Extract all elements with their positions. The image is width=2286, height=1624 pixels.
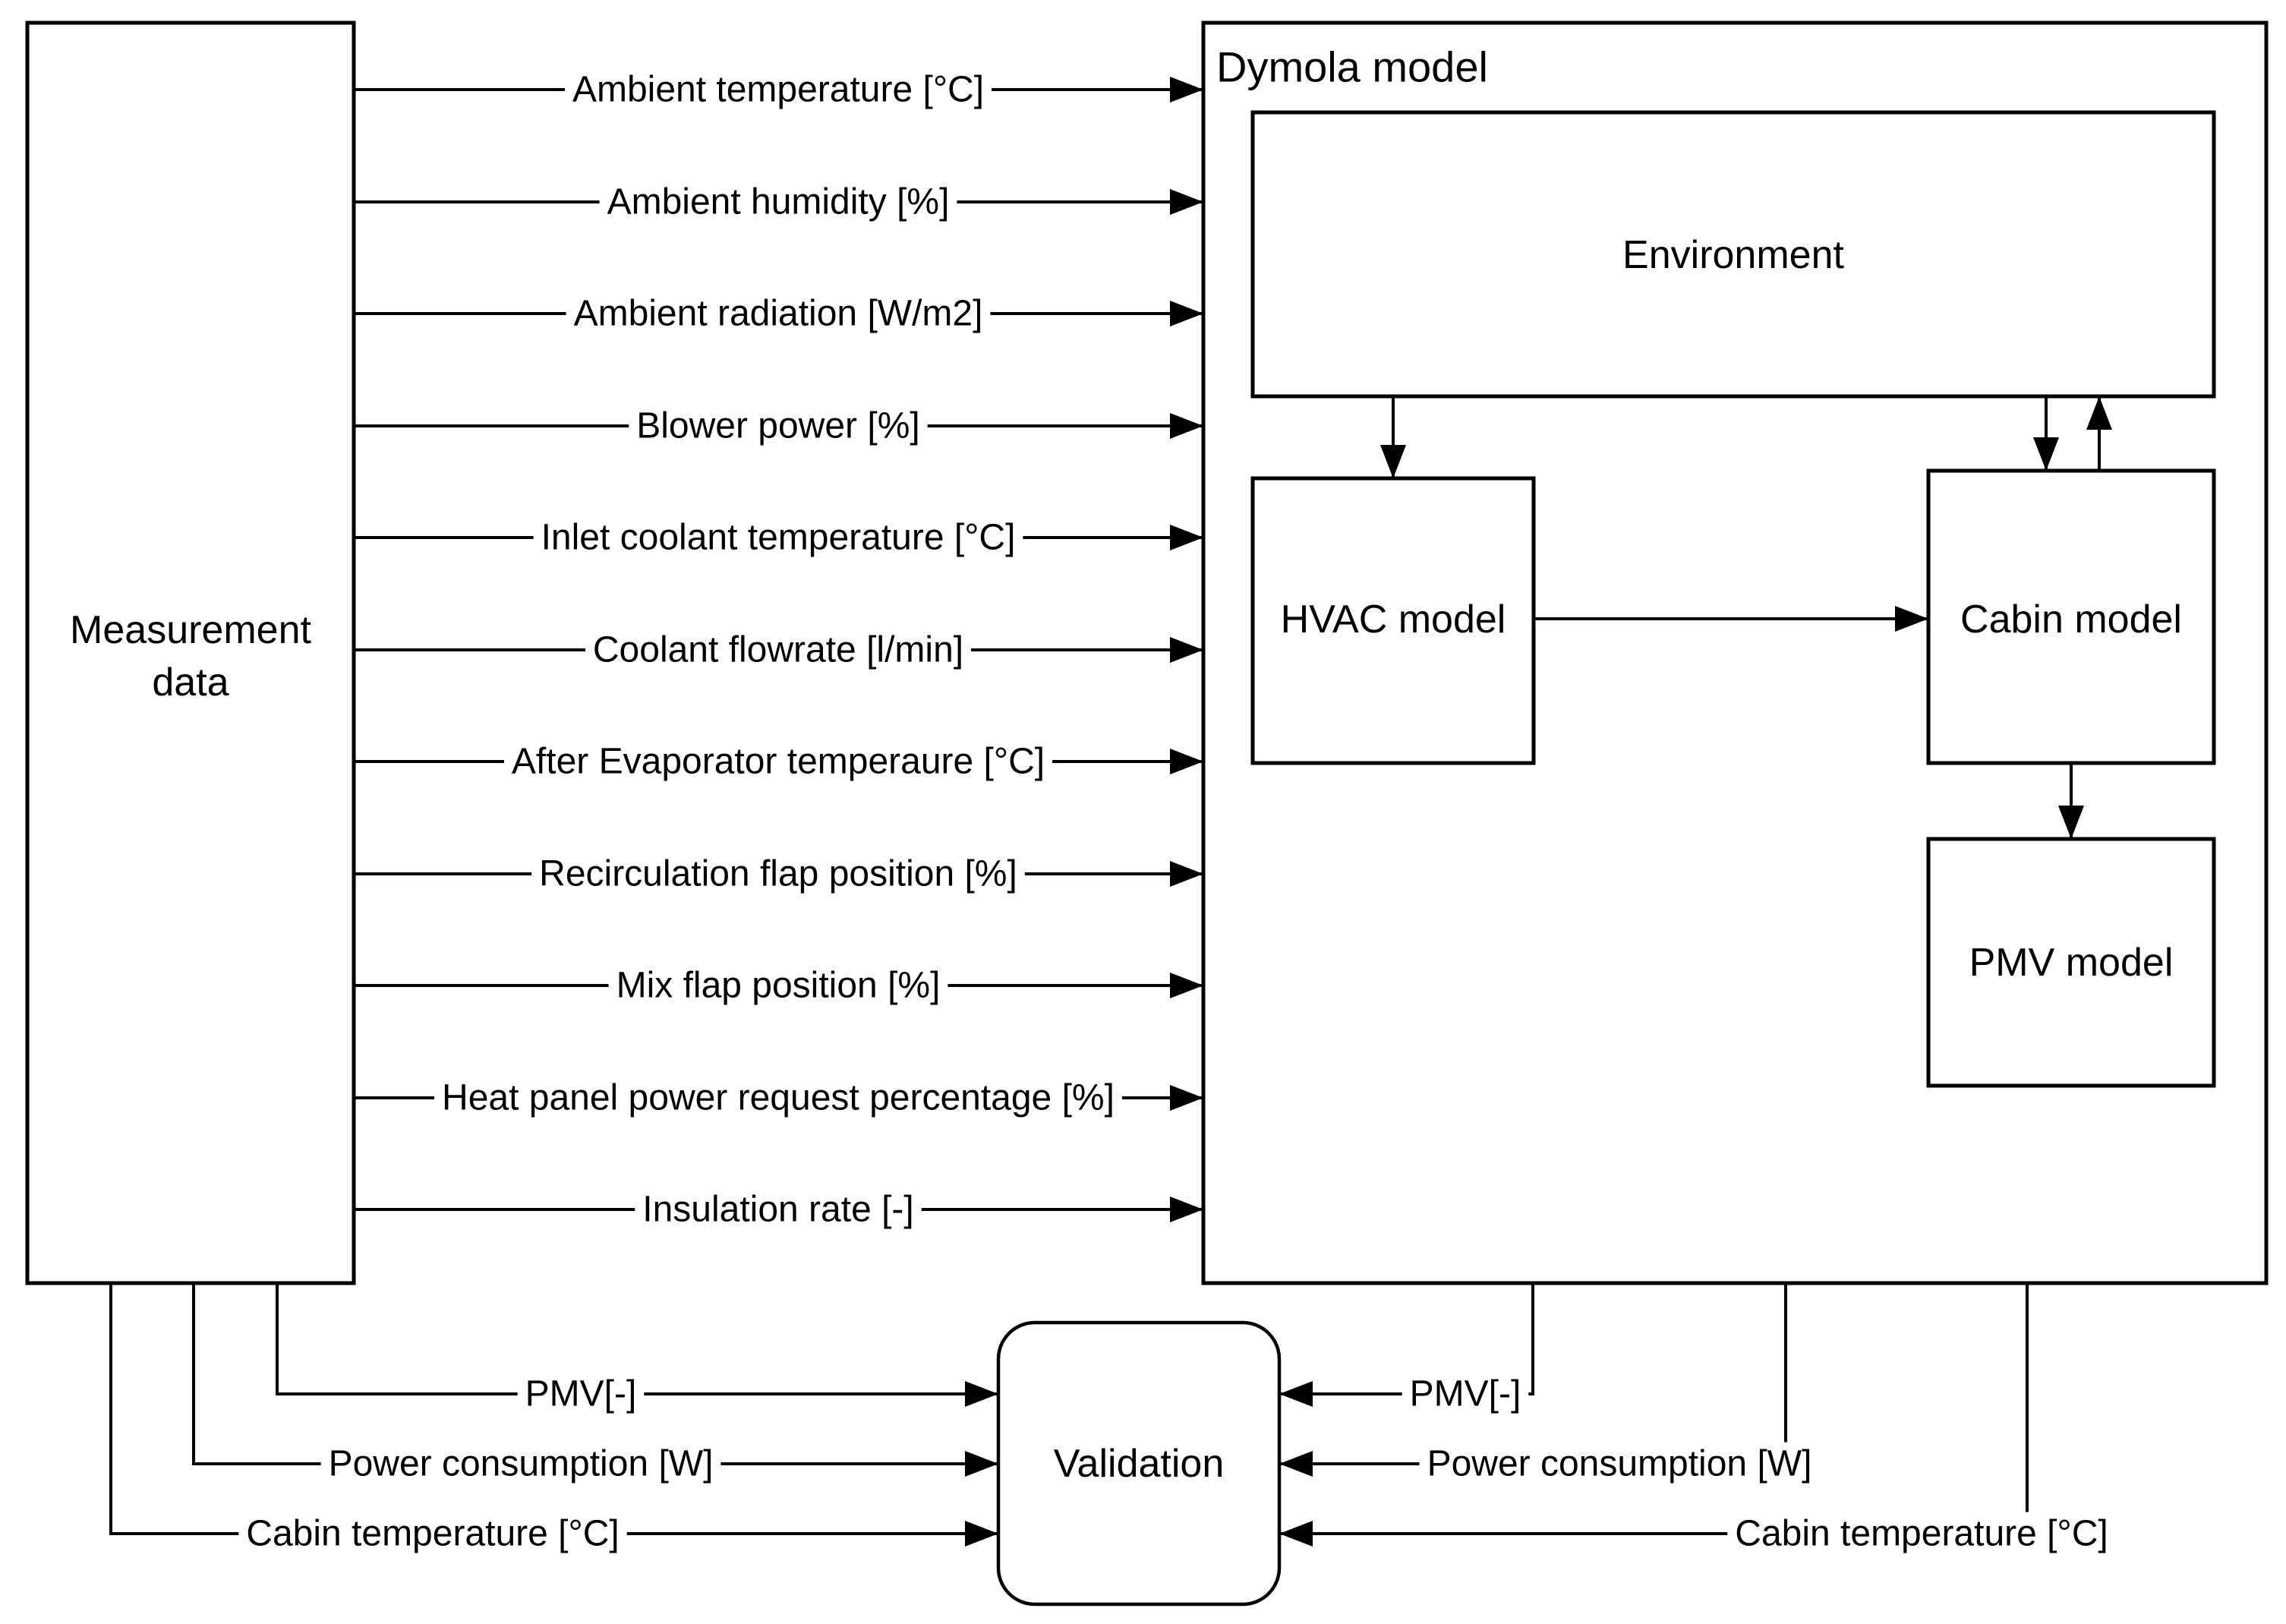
pmv-model-label: PMV model — [1969, 941, 2174, 985]
pmv-model-box — [1926, 837, 2216, 1088]
label-background — [564, 68, 992, 112]
label-ambient-humidity: Ambient humidity [%] — [607, 182, 950, 222]
label-background — [531, 852, 1025, 896]
left-row-pmv: PMV[-] — [276, 1283, 998, 1416]
input-row-coolant-flowrate: Coolant flowrate [l/min] — [354, 628, 1203, 672]
left-row-cabin-temperature: Cabin temperature [°C] — [109, 1283, 998, 1556]
label-insulation-rate: Insulation rate [-] — [642, 1190, 914, 1230]
label-measured-power-consumption: Power consumption [W] — [329, 1444, 714, 1484]
label-background — [1727, 1512, 2116, 1556]
label-measured-cabin-temperature: Cabin temperature [°C] — [246, 1514, 619, 1554]
label-after-evaporator-temperature: After Evaporator temperaure [°C] — [512, 742, 1045, 782]
label-heat-panel-power-request: Heat panel power request percentage [%] — [442, 1078, 1115, 1118]
label-background — [608, 963, 948, 1008]
input-row-ambient-radiation: Ambient radiation [W/m2] — [354, 292, 1203, 336]
cabin-model-label: Cabin model — [1960, 598, 2182, 642]
label-background — [238, 1512, 627, 1556]
label-simulated-cabin-temperature: Cabin temperature [°C] — [1735, 1514, 2108, 1554]
label-background — [434, 1076, 1122, 1120]
measurement-data-box — [25, 20, 356, 1285]
label-background — [585, 628, 972, 672]
environment-label: Environment — [1622, 233, 1844, 277]
label-background — [599, 180, 957, 224]
measurement-validation-arrows: PMV[-] Power consumption [W] Cabin tempe… — [109, 1283, 998, 1556]
dymola-model-label: Dymola model — [1216, 43, 1488, 91]
label-ambient-temperature: Ambient temperature [°C] — [572, 70, 984, 110]
validation-label: Validation — [1054, 1442, 1225, 1486]
right-row-power-consumption: Power consumption [W] — [1279, 1283, 1820, 1486]
input-row-heat-panel-power-request: Heat panel power request percentage [%] — [354, 1076, 1203, 1120]
right-row-cabin-temperature: Cabin temperature [°C] — [1279, 1283, 2116, 1556]
left-row-power-consumption: Power consumption [W] — [192, 1283, 998, 1486]
label-background — [1419, 1442, 1820, 1486]
label-background — [517, 1372, 645, 1416]
hvac-model-label: HVAC model — [1281, 598, 1506, 642]
label-coolant-flowrate: Coolant flowrate [l/min] — [593, 630, 963, 670]
label-mix-flap-position: Mix flap position [%] — [616, 966, 941, 1006]
input-row-ambient-humidity: Ambient humidity [%] — [354, 180, 1203, 224]
label-background — [1402, 1372, 1529, 1416]
label-inlet-coolant-temperature: Inlet coolant temperature [°C] — [541, 518, 1016, 558]
label-background — [320, 1442, 721, 1486]
input-row-recirculation-flap-position: Recirculation flap position [%] — [354, 852, 1203, 896]
input-row-after-evaporator-temperature: After Evaporator temperaure [°C] — [354, 739, 1203, 784]
measurement-data-label-line2: data — [152, 661, 229, 705]
label-recirculation-flap-position: Recirculation flap position [%] — [539, 854, 1017, 894]
input-row-inlet-coolant-temperature: Inlet coolant temperature [°C] — [354, 516, 1203, 560]
dymola-validation-arrows: PMV[-] Power consumption [W] Cabin tempe… — [1279, 1283, 2116, 1556]
label-measured-pmv: PMV[-] — [525, 1374, 637, 1414]
right-row-pmv: PMV[-] — [1279, 1283, 1534, 1416]
input-row-mix-flap-position: Mix flap position [%] — [354, 963, 1203, 1008]
label-ambient-radiation: Ambient radiation [W/m2] — [574, 294, 983, 334]
label-background — [533, 516, 1023, 560]
label-background — [629, 404, 928, 448]
arrow-measured-power-consumption — [192, 1283, 998, 1477]
label-background — [566, 292, 991, 336]
box-titles: Measurement data Dymola model Environmen… — [70, 43, 2182, 1487]
arrow-measured-pmv — [276, 1283, 998, 1407]
input-row-insulation-rate: Insulation rate [-] — [354, 1187, 1203, 1231]
label-simulated-power-consumption: Power consumption [W] — [1427, 1444, 1812, 1484]
input-row-blower-power: Blower power [%] — [354, 404, 1203, 448]
arrow-simulated-pmv — [1279, 1283, 1534, 1407]
label-blower-power: Blower power [%] — [636, 406, 919, 446]
input-row-ambient-temperature: Ambient temperature [°C] — [354, 68, 1203, 112]
label-background — [503, 739, 1053, 784]
cabin-model-box — [1926, 468, 2216, 765]
measurement-data-label-line1: Measurement — [70, 608, 311, 652]
internal-connectors — [1380, 396, 2112, 839]
arrow-simulated-cabin-temperature — [1279, 1283, 2029, 1547]
measurement-input-arrows: Ambient temperature [°C] Ambient humidit… — [354, 68, 1203, 1231]
environment-box — [1250, 110, 2216, 399]
label-background — [635, 1187, 922, 1231]
label-simulated-pmv: PMV[-] — [1410, 1374, 1521, 1414]
arrow-measured-cabin-temperature — [109, 1283, 998, 1547]
